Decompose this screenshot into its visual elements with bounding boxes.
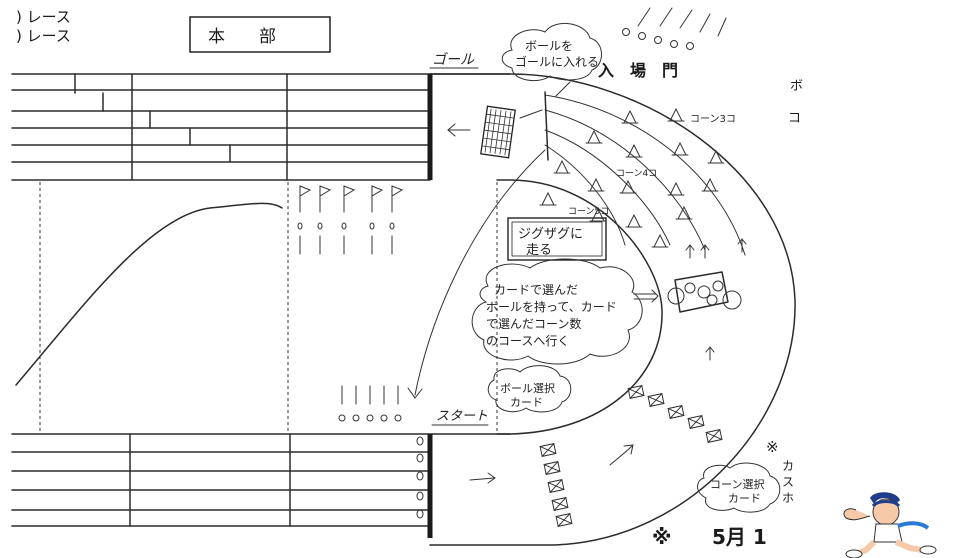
card-icon	[627, 385, 645, 399]
top-lane-table	[11, 73, 511, 181]
goal-bubble-line-1: ボールを	[525, 39, 573, 53]
cone-icon	[671, 141, 689, 156]
ball-card-line-2: カード	[510, 396, 543, 409]
card-icon	[667, 405, 685, 419]
card-stacks	[539, 385, 723, 527]
lane-arrows	[685, 238, 747, 361]
cone-icon	[675, 205, 693, 220]
race-line-1: ) レース	[16, 8, 71, 26]
zigzag-line-2: 走る	[526, 243, 552, 258]
cone-card-line-1: コーン選択	[710, 477, 764, 491]
entrance-label: 入 場 門	[598, 61, 678, 80]
cone-card-line-2: カード	[728, 492, 761, 505]
note-fragment-1: カ	[782, 459, 794, 473]
note-fragment-2: ス	[782, 475, 794, 489]
cone-icon	[539, 191, 557, 206]
ball-card-line-1: ボール選択	[500, 381, 555, 395]
card-icon	[551, 497, 569, 511]
flag-icon	[369, 185, 384, 255]
cone-icon	[707, 149, 725, 164]
flag-icon	[297, 185, 312, 255]
ball-card-bubble: ボール選択 カード	[487, 365, 572, 413]
card-icon	[705, 429, 723, 443]
zigzag-box: ジグザグに 走る	[507, 217, 607, 261]
start-runners	[338, 385, 402, 422]
honbu-box	[189, 16, 331, 53]
instruction-line-4: のコースへ行く	[486, 334, 569, 348]
inner-track	[496, 179, 663, 435]
zigzag-line-1: ジグザグに	[518, 227, 583, 242]
goal-bubble-line-2: ゴールに入れる	[515, 54, 599, 69]
bottom-lane-table	[11, 433, 511, 538]
card-icon	[687, 415, 705, 429]
cone-row-2-label: コーン4コ	[616, 169, 657, 179]
right-edge-1: ボ	[790, 79, 803, 94]
ball-box-icon	[667, 271, 742, 313]
cone-icon	[701, 177, 719, 192]
honbu-label: 本 部	[208, 27, 276, 47]
running-boy-icon	[843, 492, 937, 558]
start-label: スタート	[436, 409, 488, 424]
field-curve	[15, 202, 283, 386]
cone-row-1-label: コーン3コ	[690, 114, 736, 125]
cone-icon	[621, 109, 639, 124]
cone-icon	[667, 107, 685, 122]
cone-markers	[539, 107, 725, 248]
note-fragment-3: ホ	[782, 491, 794, 505]
card-icon	[543, 461, 561, 475]
flag-icon	[389, 185, 404, 255]
footer-mark: ※	[652, 525, 671, 549]
flag-icon	[341, 185, 356, 255]
instruction-line-1: カードで選んだ	[494, 283, 578, 297]
entrance-marchers	[622, 7, 727, 50]
cone-icon	[625, 143, 643, 158]
right-edge-2: コ	[788, 111, 801, 126]
instruction-line-3: で選んだコーン数	[486, 316, 581, 331]
card-icon	[547, 479, 565, 493]
goal-post	[544, 91, 549, 161]
cone-icon	[585, 129, 603, 144]
cone-icon	[553, 159, 571, 174]
cone-icon	[619, 179, 637, 194]
cone-icon	[587, 177, 605, 192]
footer-date: 5月 1	[712, 525, 767, 549]
card-icon	[555, 513, 573, 527]
card-icon	[647, 393, 665, 407]
outer-track	[429, 73, 796, 546]
start-line-markers	[416, 436, 424, 519]
instruction-line-2: ボールを持って、カード	[486, 299, 617, 314]
instruction-cloud: カードで選んだ ボールを持って、カード で選んだコーン数 のコースへ行く	[471, 258, 643, 365]
flag-icon	[317, 185, 332, 255]
cone-icon	[651, 233, 669, 248]
card-icon	[539, 443, 557, 457]
goal-bubble: ボールを ゴールに入れる	[501, 22, 602, 82]
cone-icon	[667, 181, 685, 196]
flag-markers	[297, 185, 404, 255]
cone-icon	[625, 213, 643, 228]
goal-label: ゴール	[432, 52, 475, 68]
race-line-2: ) レース	[16, 27, 71, 45]
note-mark: ※	[766, 438, 779, 456]
cone-row-3-label: コーン5コ	[568, 207, 609, 217]
cone-card-bubble: コーン選択 カード	[697, 462, 781, 513]
cone-icon	[589, 207, 607, 222]
